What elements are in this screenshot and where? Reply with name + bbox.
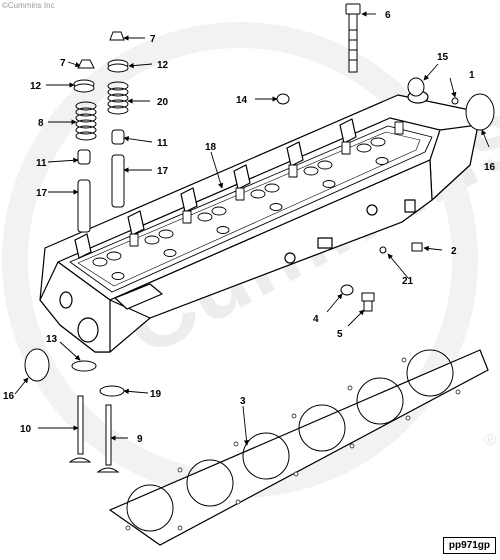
callout-21: 21 [402, 276, 414, 287]
document-id: pp971gp [442, 537, 496, 554]
registered-mark: ® [484, 432, 496, 449]
callout-18: 18 [205, 142, 217, 153]
callout-12-left: 12 [30, 81, 42, 92]
cylinder-head [39, 90, 479, 353]
callout-4: 4 [313, 314, 319, 325]
callout-5: 5 [337, 329, 343, 340]
o-ring-4 [340, 284, 354, 296]
callout-2: 2 [451, 246, 457, 257]
callout-11-left: 11 [36, 158, 47, 169]
valve-spring-right [107, 81, 129, 115]
valve-seat-insert-13 [71, 360, 97, 372]
callout-14: 14 [236, 95, 248, 106]
plug-5 [361, 292, 375, 312]
intake-valve-10 [68, 395, 92, 463]
callout-17-right: 17 [157, 166, 169, 177]
callout-7-left: 7 [60, 58, 66, 69]
callout-15: 15 [437, 52, 449, 63]
callout-8: 8 [38, 118, 44, 129]
callout-12-right: 12 [157, 60, 169, 71]
plug-21 [379, 246, 387, 254]
expansion-plug-16-left [24, 348, 50, 382]
plug-2 [411, 242, 423, 252]
callout-16-left: 16 [3, 391, 15, 402]
callout-20: 20 [157, 97, 169, 108]
callout-13: 13 [46, 334, 58, 345]
head-gasket [108, 349, 489, 546]
valve-seat-insert-19 [99, 385, 125, 397]
expansion-plug-15 [407, 77, 425, 97]
callout-3: 3 [240, 396, 246, 407]
expansion-plug-16-right [465, 93, 495, 131]
callout-10: 10 [20, 424, 32, 435]
valve-spring-left [75, 101, 97, 141]
callout-17-left: 17 [36, 188, 48, 199]
callout-16-right: 16 [484, 162, 496, 173]
exhaust-valve-9 [96, 404, 120, 473]
callout-6: 6 [385, 10, 391, 21]
callout-1: 1 [469, 70, 475, 81]
callout-19: 19 [150, 389, 162, 400]
pipe-plug-1 [451, 97, 459, 105]
head-bolt [345, 3, 361, 73]
cup-plug-14 [276, 93, 290, 105]
callout-7-right: 7 [150, 34, 156, 45]
leader-lines [14, 11, 490, 446]
valve-train-left [73, 31, 129, 233]
callout-9: 9 [137, 434, 143, 445]
copyright-text: ©Cummins Inc [2, 1, 55, 10]
callout-11-right: 11 [157, 138, 168, 149]
